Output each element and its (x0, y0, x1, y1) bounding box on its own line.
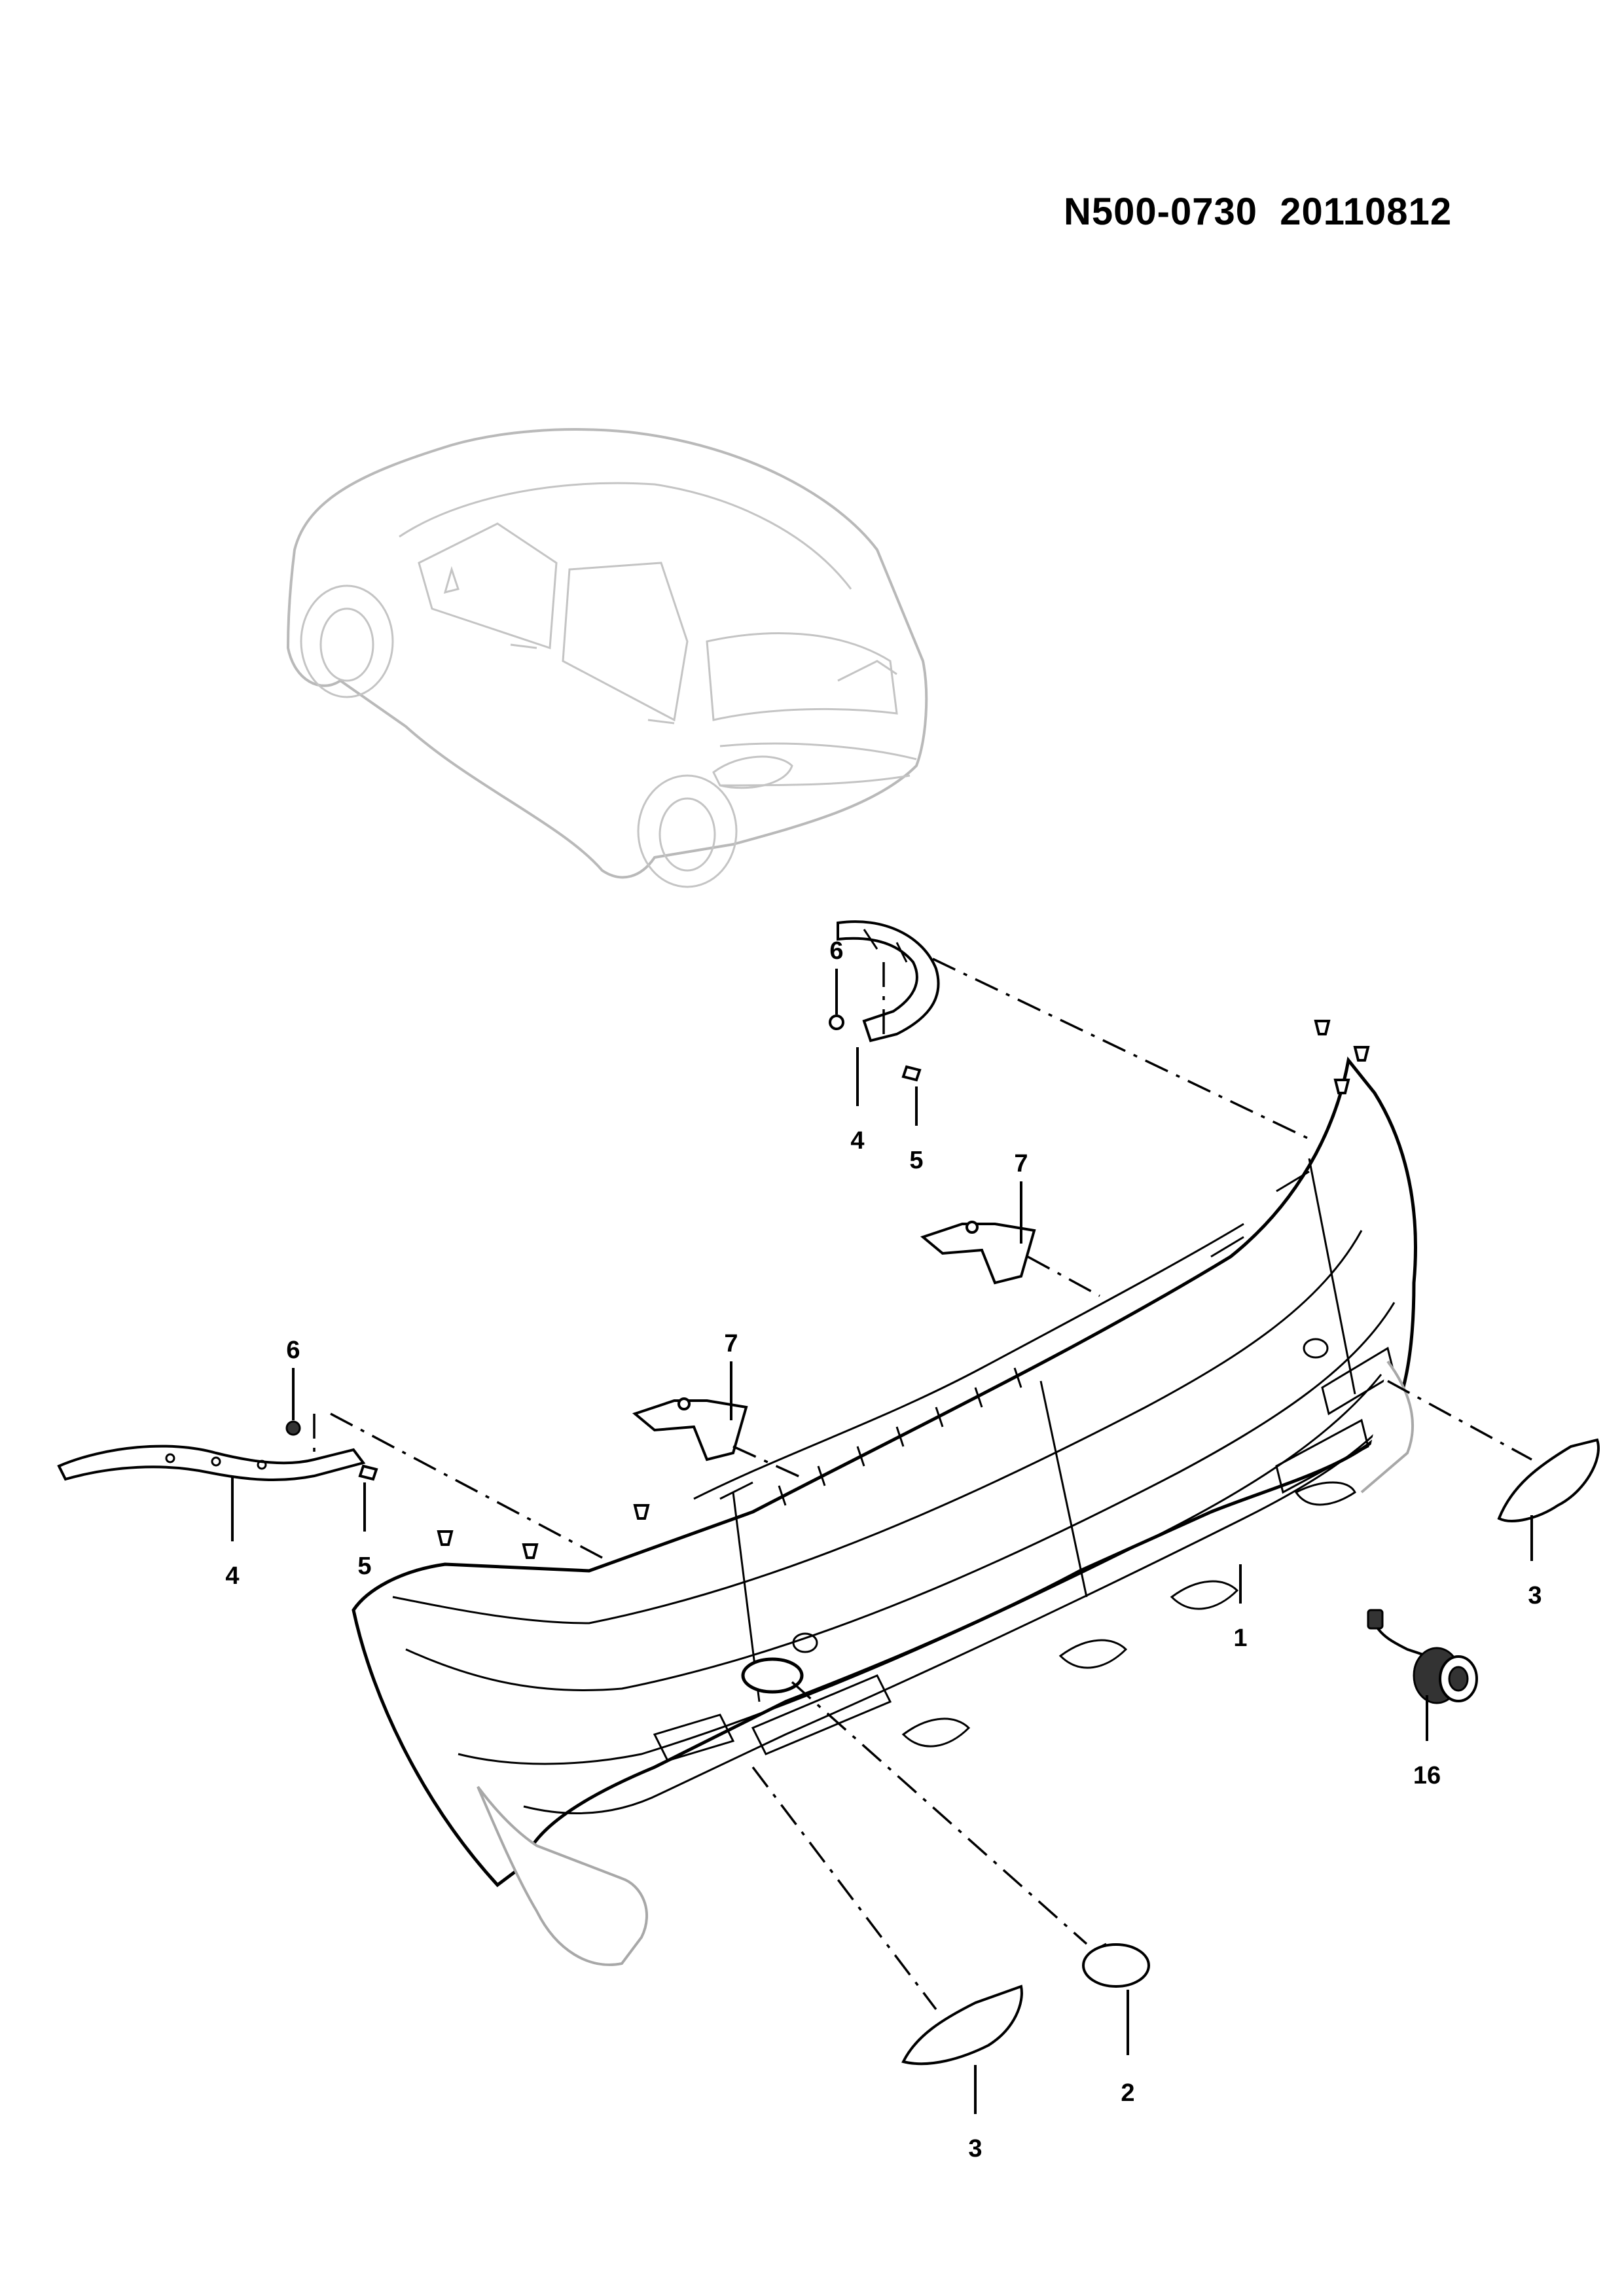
diagram-reference-code: N500-0730 20110812 (1064, 190, 1453, 233)
callout-3-left: 3 (968, 2135, 982, 2162)
parking-sensor (1367, 1609, 1478, 1704)
callout-7-left: 7 (724, 1330, 738, 1357)
reflector-right (1497, 1438, 1600, 1522)
rear-bumper-fascia (352, 1056, 1417, 1966)
reflector-left (901, 1984, 1023, 2066)
callout-6-right: 6 (829, 937, 843, 965)
callout-16: 16 (1413, 1762, 1441, 1789)
callout-5-left: 5 (357, 1552, 371, 1580)
context-vehicle-illustration (286, 428, 928, 888)
tow-hook-cover (1082, 1943, 1150, 1988)
assembly-lines (313, 958, 1532, 2011)
right-side-bracket (837, 920, 940, 1043)
callout-4-right: 4 (850, 1127, 864, 1155)
bumper-guide-right (920, 1221, 1036, 1285)
callout-1: 1 (1233, 1624, 1247, 1652)
left-side-bracket (57, 1444, 366, 1481)
bumper-guide-left (632, 1397, 748, 1462)
callout-3-right: 3 (1528, 1582, 1542, 1609)
callouts: 1 2 3 3 4 4 5 5 6 6 7 7 16 (225, 937, 1542, 2162)
callout-6-left: 6 (286, 1336, 300, 1364)
fastener-set (285, 1014, 1370, 1559)
callout-4-left: 4 (225, 1562, 239, 1590)
callout-5-right: 5 (909, 1147, 923, 1174)
leader-lines (231, 969, 1533, 2114)
callout-2: 2 (1121, 2079, 1134, 2107)
callout-7-right: 7 (1014, 1150, 1028, 1177)
